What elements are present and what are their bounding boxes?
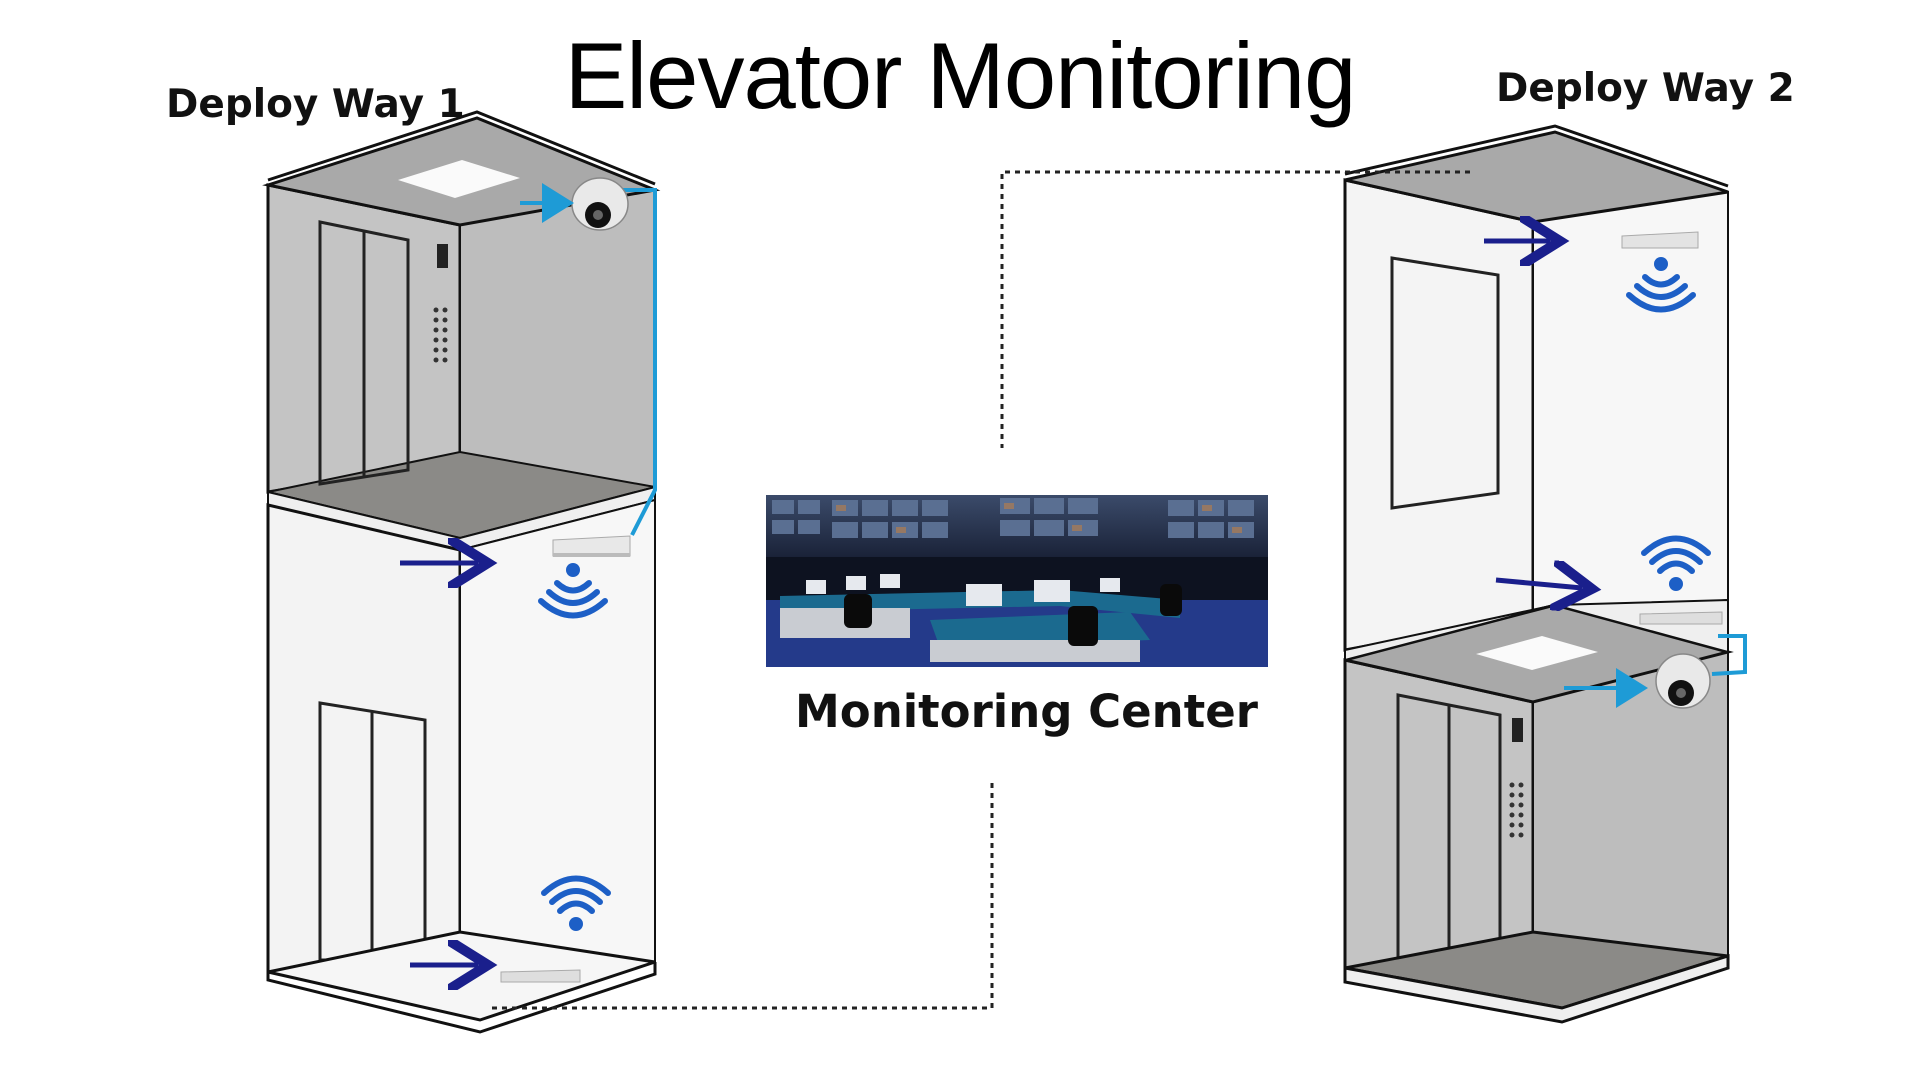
button-panel-lower-right bbox=[1509, 782, 1524, 838]
dome-camera-icon bbox=[1655, 653, 1711, 709]
arrow-right-icon bbox=[1495, 580, 1582, 588]
wifi-icon bbox=[538, 563, 608, 619]
link-to-deploy-way-1 bbox=[492, 778, 994, 1010]
deploy-way-1-shaft bbox=[262, 110, 661, 1034]
wall-panel bbox=[1390, 256, 1500, 510]
deploy-way-2-shaft bbox=[1343, 124, 1747, 1024]
deploy-way-2-label: Deploy Way 2 bbox=[1496, 66, 1795, 111]
camera-cable bbox=[622, 188, 657, 536]
elevator-door-upper-left bbox=[318, 220, 410, 486]
control-room-photo bbox=[766, 495, 1268, 667]
network-links bbox=[492, 170, 1470, 1010]
diagram-title: Elevator Monitoring bbox=[564, 23, 1357, 128]
camera-cable bbox=[1711, 634, 1747, 676]
deploy-way-1-label: Deploy Way 1 bbox=[166, 82, 465, 127]
wireless-bridge-icon bbox=[1639, 611, 1723, 625]
wifi-icon bbox=[541, 875, 611, 931]
wifi-icon bbox=[1626, 257, 1696, 313]
wireless-bridge-icon bbox=[1621, 231, 1699, 249]
monitoring-center-label: Monitoring Center bbox=[795, 685, 1258, 738]
button-panel-upper-left bbox=[433, 307, 448, 363]
link-to-deploy-way-2 bbox=[1000, 170, 1470, 448]
dome-camera-icon bbox=[571, 177, 629, 231]
wireless-bridge-icon bbox=[500, 969, 581, 983]
wifi-icon bbox=[1641, 535, 1711, 591]
wireless-bridge-icon bbox=[552, 535, 631, 557]
